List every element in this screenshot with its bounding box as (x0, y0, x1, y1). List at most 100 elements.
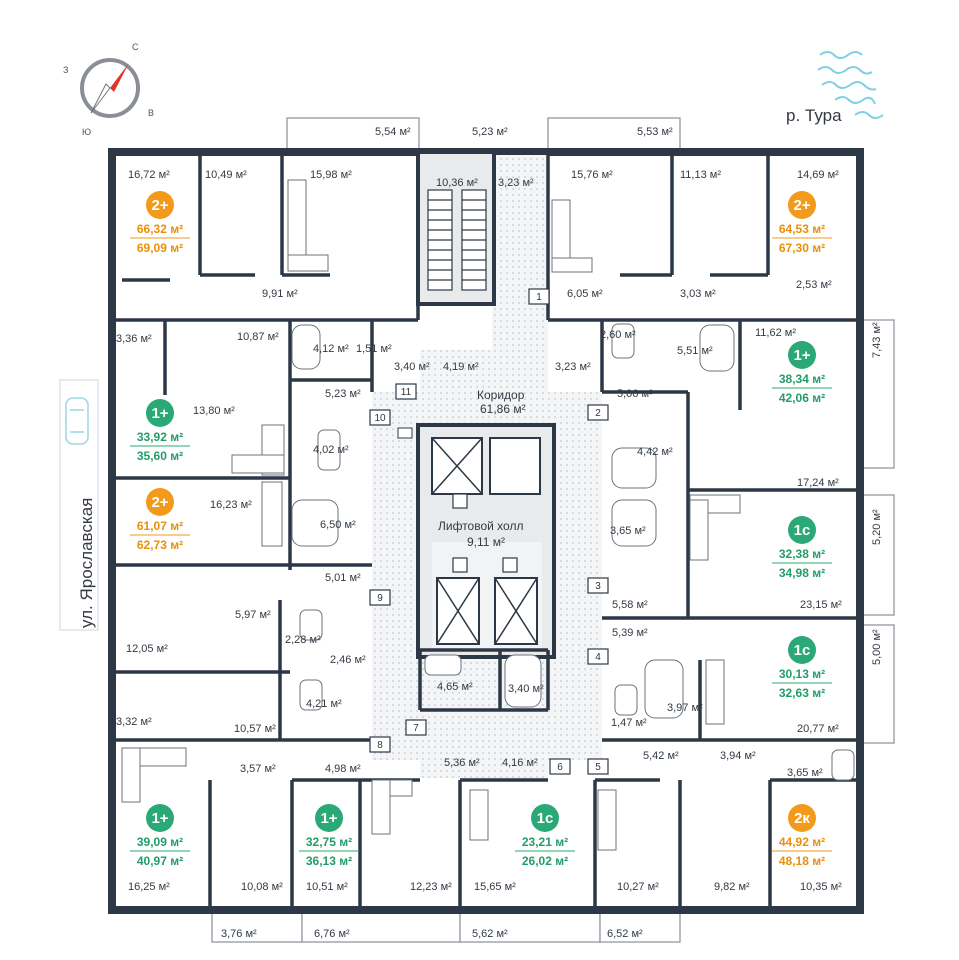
room-area-label: 17,24 м² (797, 477, 839, 489)
room-area-label: 4,16 м² (502, 757, 538, 769)
apartment-total-area: 34,98 м² (779, 566, 825, 580)
apartment-badge (788, 636, 816, 664)
room-area-label: 3,76 м² (221, 928, 257, 940)
compass-icon: С З В Ю (63, 42, 154, 137)
apartment-living-area: 30,13 м² (779, 667, 825, 681)
room-area-label: 6,05 м² (567, 288, 603, 300)
apartment-1[interactable]: 2+ 66,32 м² 69,09 м² (130, 191, 190, 255)
apartment-total-area: 35,60 м² (137, 449, 183, 463)
interior-walls (112, 152, 860, 910)
apartment-total-area: 42,06 м² (779, 391, 825, 405)
room-area-label: 12,05 м² (126, 643, 168, 655)
apartment-living-area: 33,92 м² (137, 430, 183, 444)
room-area-label: 7,43 м² (871, 322, 883, 358)
svg-text:8: 8 (377, 740, 383, 751)
room-area-label: 16,23 м² (210, 499, 252, 511)
apartment-badge (146, 804, 174, 832)
room-area-label: 4,12 м² (313, 343, 349, 355)
room-area-label: 3,03 м² (680, 288, 716, 300)
svg-text:1: 1 (536, 292, 542, 303)
room-area-label: 20,77 м² (797, 723, 839, 735)
apartment-type: 2+ (151, 197, 168, 214)
room-area-label: 4,65 м² (437, 681, 473, 693)
apartment-total-area: 67,30 м² (779, 241, 825, 255)
room-area-label: 12,23 м² (410, 881, 452, 893)
apartment-4[interactable]: 1+ 33,92 м² 35,60 м² (130, 399, 190, 463)
river-label: р. Тура (786, 106, 842, 125)
apartment-living-area: 32,75 м² (306, 835, 352, 849)
apartment-living-area: 61,07 м² (137, 519, 183, 533)
room-area-label: 9,82 м² (714, 881, 750, 893)
apartment-type: 1+ (320, 810, 337, 827)
room-area-label: 5,58 м² (612, 599, 648, 611)
room-area-label: 3,23 м² (555, 361, 591, 373)
apartment-total-area: 69,09 м² (137, 241, 183, 255)
room-area-label: 10,87 м² (237, 331, 279, 343)
room-area-label: 2,60 м² (600, 329, 636, 341)
room-area-label: 3,40 м² (394, 361, 430, 373)
street-strip (59, 379, 99, 631)
unit-number-9: 9 (369, 589, 391, 606)
room-area-label: 3,36 м² (116, 333, 152, 345)
apartment-living-area: 32,38 м² (779, 547, 825, 561)
room-area-label: 5,42 м² (643, 750, 679, 762)
compass-south: Ю (82, 127, 91, 137)
apartment-badge (788, 341, 816, 369)
svg-text:3: 3 (595, 581, 601, 592)
room-area-label: 10,35 м² (800, 881, 842, 893)
room-area-label: 10,27 м² (617, 881, 659, 893)
unit-number-5: 5 (587, 758, 609, 775)
room-area-label: 10,49 м² (205, 169, 247, 181)
svg-text:4: 4 (595, 652, 601, 663)
apartment-badge (788, 804, 816, 832)
apartment-living-area: 39,09 м² (137, 835, 183, 849)
apartment-badge (788, 191, 816, 219)
room-area-label: 5,53 м² (637, 126, 673, 138)
room-area-label: 15,65 м² (474, 881, 516, 893)
apartment-total-area: 32,63 м² (779, 686, 825, 700)
svg-text:10: 10 (374, 413, 386, 424)
room-area-label: 5,51 м² (677, 345, 713, 357)
room-area-label: 5,06 м² (617, 388, 653, 400)
apartment-7[interactable]: 1с 30,13 м² 32,63 м² (772, 636, 832, 700)
apartment-type: 1с (794, 642, 811, 659)
unit-number-11: 11 (395, 383, 417, 400)
room-area-label: 6,76 м² (314, 928, 350, 940)
room-area-label: 4,21 м² (306, 698, 342, 710)
street-label: ул. Ярославская (77, 498, 96, 628)
room-area-label: 14,69 м² (797, 169, 839, 181)
room-area-label: 6,50 м² (320, 519, 356, 531)
room-area-label: 5,00 м² (871, 629, 883, 665)
room-area-label: 13,80 м² (193, 405, 235, 417)
stairwell (416, 150, 496, 306)
room-area-label: 3,65 м² (610, 525, 646, 537)
room-area-label: 15,76 м² (571, 169, 613, 181)
unit-number-3: 3 (587, 577, 609, 594)
room-area-label: 5,36 м² (444, 757, 480, 769)
car-icon (65, 397, 89, 445)
room-area-label: 5,20 м² (871, 509, 883, 545)
room-area-label: 2,53 м² (796, 279, 832, 291)
svg-text:11: 11 (401, 387, 412, 398)
apartment-living-area: 64,53 м² (779, 222, 825, 236)
apartment-living-area: 66,32 м² (137, 222, 183, 236)
compass-east: В (148, 108, 154, 118)
unit-number-1: 1 (528, 288, 550, 305)
apartment-living-area: 38,34 м² (779, 372, 825, 386)
apartment-type: 2к (794, 810, 810, 827)
room-area-label: 16,25 м² (128, 881, 170, 893)
apartment-type: 1+ (151, 405, 168, 422)
room-area-label: 2,46 м² (330, 654, 366, 666)
room-area-label: 6,52 м² (607, 928, 643, 940)
unit-number-4: 4 (587, 648, 609, 665)
